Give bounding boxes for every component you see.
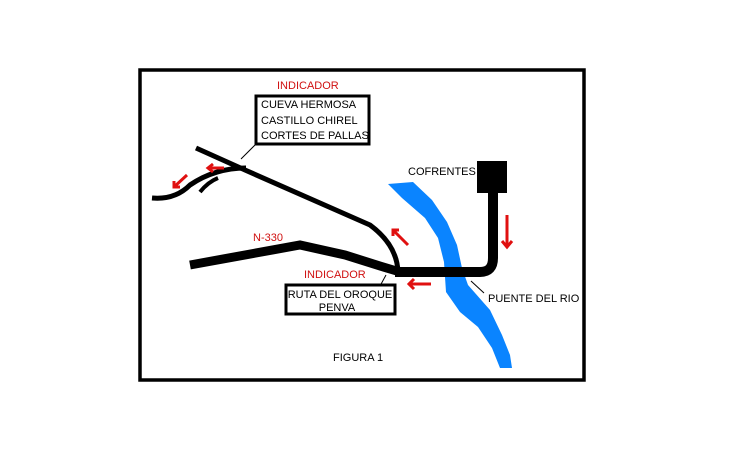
sign-top-line-3: CORTES DE PALLAS [261,130,369,142]
figure-caption: FIGURA 1 [333,352,383,364]
arrow-up-left-icon [391,228,410,247]
sign-bottom-line-2: PENVA [319,302,356,314]
road-branch [151,165,247,201]
indicador-bottom-label: INDICADOR [304,269,366,281]
pointer-line [470,280,485,294]
arrow-down-icon [500,215,514,250]
bridge-label: PUENTE DEL RIO [488,293,580,305]
arrow-down-left-icon [172,173,189,189]
cofrentes-marker [477,161,507,193]
road-branch-hook [198,176,219,194]
road-n330 [189,240,402,277]
arrow-left-icon [205,162,224,174]
arrow-left-icon [406,277,431,291]
sign-top-line-1: CUEVA HERMOSA [261,99,357,111]
indicador-top-label: INDICADOR [277,80,339,92]
road-cofrentes [395,190,498,277]
sign-box-top [254,94,371,146]
sign-box-bottom [284,283,397,316]
town-label: COFRENTES [408,166,476,178]
road-upper [194,145,401,273]
road-n330-label: N-330 [253,232,283,244]
direction-arrows [172,162,514,291]
sign-bottom-line-1: RUTA DEL OROQUE [288,289,393,301]
sign-top-line-2: CASTILLO CHIREL [261,115,358,127]
